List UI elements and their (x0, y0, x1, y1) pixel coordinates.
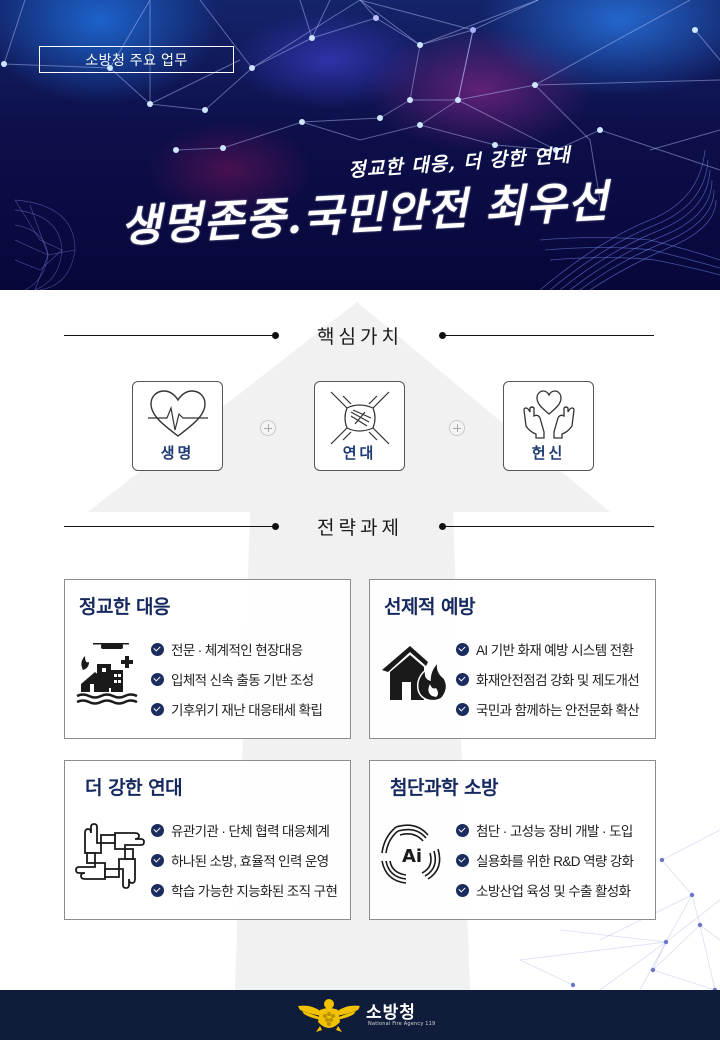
heartbeat-icon (148, 390, 208, 437)
ai-icon-text: Ai (402, 846, 422, 867)
check-circle-icon (456, 642, 469, 656)
check-circle-icon (456, 883, 469, 897)
house-fire-icon (382, 646, 448, 702)
list-item-text: AI 기반 화재 예방 시스템 전환 (476, 643, 634, 658)
card-list: AI 기반 화재 예방 시스템 전환 화재안전점검 강화 및 제도개선 국민과 … (456, 634, 640, 724)
check-circle-icon (151, 702, 164, 716)
check-circle-icon (151, 642, 164, 656)
value-label: 생명 (160, 444, 195, 462)
core-values-heading: 핵심가치 (64, 325, 654, 348)
strategy-card-proactive-prevention: 선제적 예방 AI 기반 화재 예방 시스템 전환 화재안전점검 강화 및 제도… (369, 579, 656, 739)
check-circle-icon (456, 702, 469, 716)
list-item: 실용화를 위한 R&D 역량 강화 (456, 845, 634, 875)
main-content: 핵심가치 생명 연대 헌신 (0, 290, 720, 990)
plus-icon (260, 420, 276, 436)
disaster-response-icon (76, 643, 138, 705)
core-values-title: 핵심가치 (317, 326, 403, 348)
card-title: 더 강한 연대 (85, 777, 183, 799)
ai-icon: Ai (381, 824, 441, 884)
check-circle-icon (456, 672, 469, 686)
strategy-card-precise-response: 정교한 대응 전문 · 체계적인 현장대응 입체적 신속 출동 기반 조성 기후… (64, 579, 351, 739)
divider-dot (272, 332, 279, 339)
list-item-text: 소방산업 육성 및 수출 활성화 (476, 884, 631, 899)
list-item-text: 하나된 소방, 효율적 인력 운영 (171, 854, 329, 869)
card-title: 선제적 예방 (384, 596, 476, 618)
plus-icon (449, 420, 465, 436)
list-item-text: 화재안전점검 강화 및 제도개선 (476, 673, 640, 688)
divider-line (440, 335, 654, 336)
card-title: 첨단과학 소방 (390, 777, 499, 799)
divider-line (64, 526, 276, 527)
divider-line (440, 526, 654, 527)
strategy-card-advanced-science: 첨단과학 소방 Ai 첨단 · 고성능 장비 개발 · 도입 실용화를 위한 R… (369, 760, 656, 920)
list-item: 화재안전점검 강화 및 제도개선 (456, 664, 640, 694)
list-item: 입체적 신속 출동 기반 조성 (151, 664, 322, 694)
strategy-heading: 전략과제 (64, 516, 654, 539)
card-list: 첨단 · 고성능 장비 개발 · 도입 실용화를 위한 R&D 역량 강화 소방… (456, 815, 634, 905)
check-circle-icon (456, 853, 469, 867)
list-item: 첨단 · 고성능 장비 개발 · 도입 (456, 815, 634, 845)
check-circle-icon (456, 823, 469, 837)
list-item: 기후위기 재난 대응태세 확립 (151, 694, 323, 724)
list-item: 학습 가능한 지능화된 조직 구현 (151, 875, 338, 905)
check-circle-icon (151, 823, 164, 837)
list-item: 전문 · 체계적인 현장대응 (151, 634, 322, 664)
list-item-text: 실용화를 위한 R&D 역량 강화 (476, 854, 634, 869)
network-pattern-decoration (1, 0, 720, 290)
list-item: AI 기반 화재 예방 시스템 전환 (456, 634, 639, 664)
footer: 소방청 National Fire Agency 119 (0, 990, 720, 1040)
check-circle-icon (151, 883, 164, 897)
check-circle-icon (151, 672, 164, 686)
divider-line (64, 335, 276, 336)
value-card-dedication: 헌신 (503, 381, 594, 471)
card-title: 정교한 대응 (79, 596, 171, 618)
list-item: 소방산업 육성 및 수출 활성화 (456, 875, 634, 905)
hero-banner: 소방청 주요 업무 정교한 대응, 더 강한 연대 생명존중.국민안전 최우선 (0, 0, 720, 290)
card-list: 전문 · 체계적인 현장대응 입체적 신속 출동 기반 조성 기후위기 재난 대… (151, 634, 323, 724)
list-item-text: 학습 가능한 지능화된 조직 구현 (171, 884, 338, 899)
hands-heart-icon (523, 390, 575, 439)
list-item: 하나된 소방, 효율적 인력 운영 (151, 845, 337, 875)
footer-org-name: 소방청 (366, 1003, 416, 1023)
divider-dot (272, 523, 279, 530)
list-item-text: 국민과 함께하는 안전문화 확산 (476, 703, 640, 718)
list-item-text: 기후위기 재난 대응태세 확립 (171, 703, 323, 718)
linked-hands-icon (75, 823, 145, 889)
value-label: 헌신 (531, 444, 566, 462)
list-item-text: 전문 · 체계적인 현장대응 (171, 643, 303, 658)
footer-org-name-en: National Fire Agency 119 (368, 1021, 436, 1027)
joined-hands-icon (330, 391, 390, 445)
hero-tag: 소방청 주요 업무 (39, 46, 234, 73)
value-label: 연대 (342, 444, 377, 462)
list-item-text: 첨단 · 고성능 장비 개발 · 도입 (476, 824, 633, 839)
fire-agency-emblem-icon (298, 999, 360, 1032)
check-circle-icon (151, 853, 164, 867)
list-item-text: 입체적 신속 출동 기반 조성 (171, 673, 314, 688)
list-item-text: 유관기관 · 단체 협력 대응체계 (171, 824, 330, 839)
value-card-life: 생명 (132, 381, 223, 471)
list-item: 유관기관 · 단체 협력 대응체계 (151, 815, 337, 845)
strategy-title: 전략과제 (317, 517, 403, 539)
card-list: 유관기관 · 단체 협력 대응체계 하나된 소방, 효율적 인력 운영 학습 가… (151, 815, 338, 905)
list-item: 국민과 함께하는 안전문화 확산 (456, 694, 640, 724)
strategy-card-stronger-solidarity: 더 강한 연대 유관기관 · 단체 협력 대응체계 하나된 소방, 효율적 인력… (64, 760, 351, 920)
value-card-solidarity: 연대 (314, 381, 405, 471)
